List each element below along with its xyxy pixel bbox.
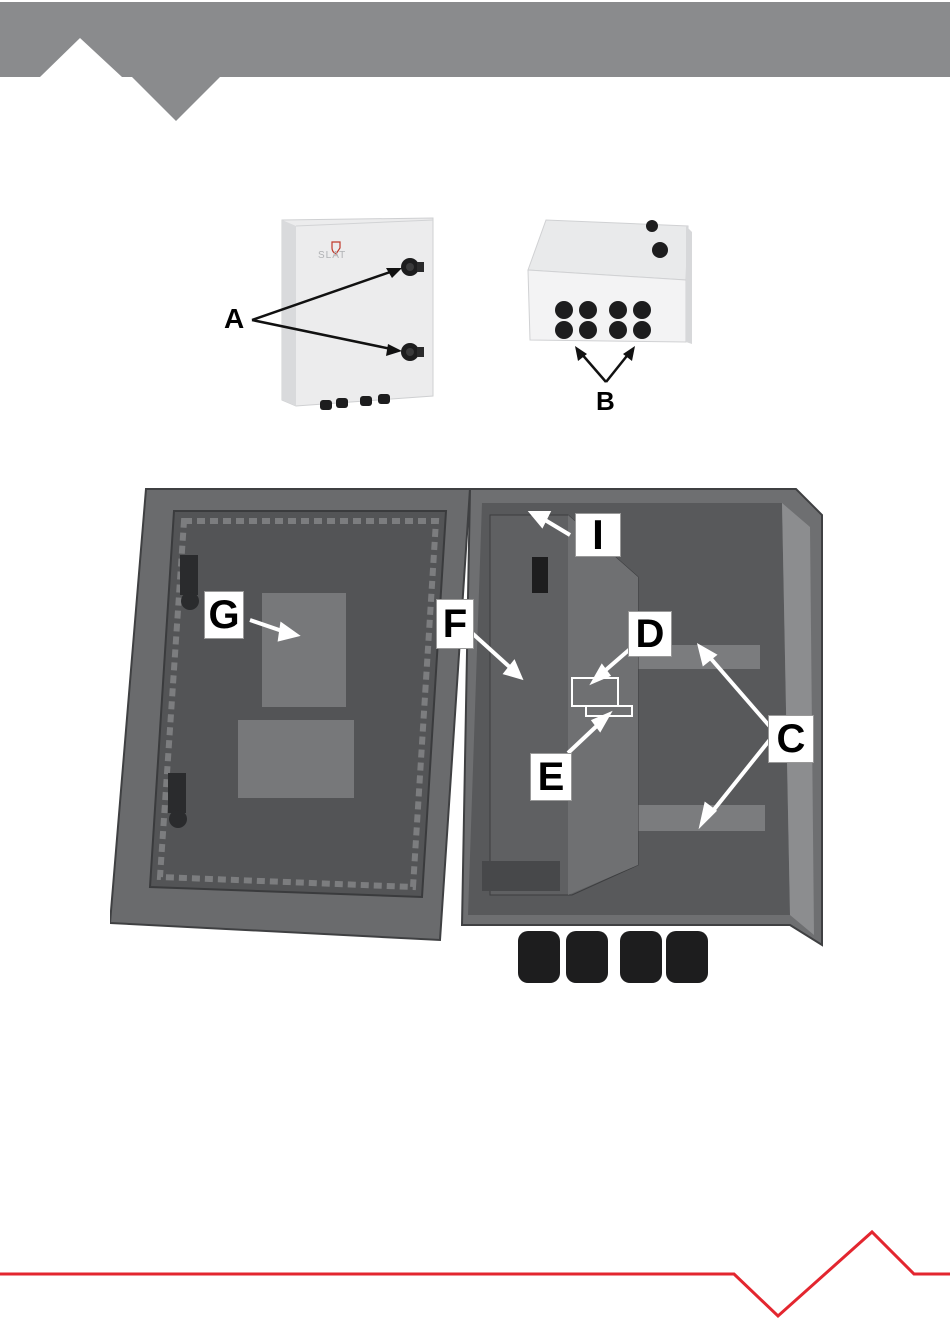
enclosure-front-body xyxy=(282,218,433,406)
figure-open-enclosure: I G F D C E xyxy=(110,485,830,990)
figure-front-view: SLAT A xyxy=(220,210,445,420)
top-knob-icon xyxy=(646,220,658,232)
footer-chevron-line xyxy=(0,1232,950,1316)
callout-label-c: C xyxy=(768,715,814,763)
callout-label-a: A xyxy=(224,303,244,335)
enclosure-front-side xyxy=(282,220,296,406)
enclosure-bottom-face xyxy=(528,270,686,342)
callout-label-e: E xyxy=(530,753,572,801)
footer-accent-line xyxy=(0,1222,950,1343)
figure-bottom-view: B xyxy=(520,212,730,422)
logo-text: SLAT xyxy=(318,250,346,261)
callout-label-d: D xyxy=(628,611,672,657)
label-plate-upper xyxy=(262,593,346,707)
header-banner xyxy=(0,0,950,130)
vent-grille xyxy=(482,861,560,891)
callout-label-g: G xyxy=(204,591,244,639)
label-plate-lower xyxy=(238,720,354,798)
din-rail-lower xyxy=(625,805,765,831)
header-band-shape xyxy=(0,2,950,121)
cable-gland-row-icon xyxy=(518,931,708,983)
callout-label-i: I xyxy=(575,513,621,557)
terminal-block xyxy=(532,557,548,593)
callout-label-b: B xyxy=(596,386,615,417)
top-knob-icon xyxy=(652,242,668,258)
callout-label-f: F xyxy=(436,599,474,649)
